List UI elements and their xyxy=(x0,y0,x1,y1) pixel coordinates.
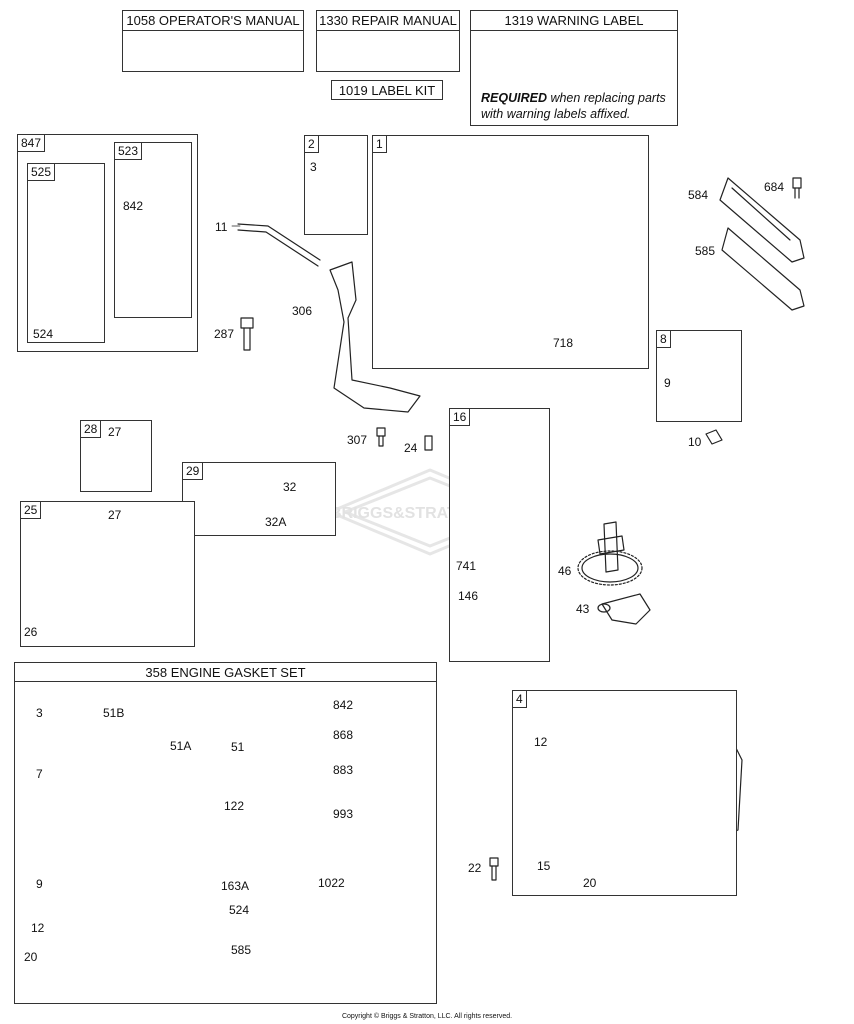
callout-584[interactable]: 584 xyxy=(688,188,709,202)
callout-9[interactable]: 9 xyxy=(664,376,671,390)
callout-306[interactable]: 306 xyxy=(292,304,313,318)
repair-manual-box[interactable] xyxy=(316,10,460,72)
group-25-tag: 25 xyxy=(20,501,42,519)
group-29-tag: 29 xyxy=(182,462,204,480)
callout-26[interactable]: 26 xyxy=(24,625,38,639)
operators-manual-header-rule xyxy=(122,30,304,31)
operators-manual-box[interactable] xyxy=(122,10,304,72)
group-523-tag: 523 xyxy=(114,142,143,160)
group-4-box[interactable] xyxy=(512,690,737,896)
callout-1022[interactable]: 1022 xyxy=(318,876,345,890)
callout-883[interactable]: 883 xyxy=(333,763,354,777)
group-25-box[interactable] xyxy=(20,501,195,647)
group-1-box[interactable] xyxy=(372,135,649,369)
callout-7[interactable]: 7 xyxy=(36,767,43,781)
group-8-tag: 8 xyxy=(656,330,671,348)
repair-manual-header-rule xyxy=(316,30,460,31)
group-847-tag: 847 xyxy=(17,134,46,152)
bolt-drawing xyxy=(240,317,254,351)
callout-524[interactable]: 524 xyxy=(33,327,54,341)
callout-3[interactable]: 3 xyxy=(36,706,43,720)
gasket-drawing xyxy=(719,177,805,311)
camshaft-drawing xyxy=(577,521,651,625)
callout-287[interactable]: 287 xyxy=(214,327,235,341)
callout-868[interactable]: 868 xyxy=(333,728,354,742)
callout-585[interactable]: 585 xyxy=(231,943,252,957)
callout-32[interactable]: 32 xyxy=(283,480,297,494)
callout-993[interactable]: 993 xyxy=(333,807,354,821)
callout-24[interactable]: 24 xyxy=(404,441,418,455)
operators-manual-title: 1058 OPERATOR'S MANUAL xyxy=(126,13,300,28)
small-parts-drawing xyxy=(376,427,433,451)
warning-label-heading: WARNING xyxy=(552,32,586,39)
callout-51a[interactable]: 51A xyxy=(170,739,192,753)
air-guide-drawing xyxy=(329,261,421,413)
group-1-tag: 1 xyxy=(372,135,387,153)
label-kit-box[interactable] xyxy=(331,80,443,100)
callout-32a[interactable]: 32A xyxy=(265,515,287,529)
callout-27[interactable]: 27 xyxy=(108,425,122,439)
callout-12[interactable]: 12 xyxy=(31,921,45,935)
callout-122[interactable]: 122 xyxy=(224,799,245,813)
group-525-box[interactable] xyxy=(27,163,105,343)
group-523-box[interactable] xyxy=(114,142,192,318)
callout-842[interactable]: 842 xyxy=(123,199,144,213)
callout-51b[interactable]: 51B xyxy=(103,706,125,720)
group-2-tag: 2 xyxy=(304,135,319,153)
callout-718[interactable]: 718 xyxy=(553,336,574,350)
callout-11[interactable]: 11 xyxy=(215,220,228,234)
callout-741[interactable]: 741 xyxy=(456,559,477,573)
gasket-set-header xyxy=(14,662,437,682)
breather-tube-drawing xyxy=(237,223,321,267)
callout-27[interactable]: 27 xyxy=(108,508,122,522)
callout-3[interactable]: 3 xyxy=(310,160,317,174)
callout-9[interactable]: 9 xyxy=(36,877,43,891)
callout-146[interactable]: 146 xyxy=(458,589,479,603)
callout-842[interactable]: 842 xyxy=(333,698,354,712)
callout-163a[interactable]: 163A xyxy=(221,879,250,893)
callout-524[interactable]: 524 xyxy=(229,903,250,917)
callout-15[interactable]: 15 xyxy=(537,859,551,873)
required-text: when replacing parts with warning labels… xyxy=(481,91,666,121)
callout-20[interactable]: 20 xyxy=(24,950,38,964)
group-16-box[interactable] xyxy=(449,408,550,662)
warning-label-title: 1319 WARNING LABEL xyxy=(504,13,644,28)
callout-46[interactable]: 46 xyxy=(558,564,572,578)
callout-51[interactable]: 51 xyxy=(231,740,245,754)
callout-10[interactable]: 10 xyxy=(688,435,702,449)
callout-684[interactable]: 684 xyxy=(764,180,785,194)
group-4-tag: 4 xyxy=(512,690,527,708)
warning-label-box[interactable] xyxy=(470,10,678,126)
callout-43[interactable]: 43 xyxy=(576,602,590,616)
group-28-tag: 28 xyxy=(80,420,102,438)
callout-307[interactable]: 307 xyxy=(347,433,368,447)
label-kit-title: 1019 LABEL KIT xyxy=(338,83,436,98)
group-2-box[interactable] xyxy=(304,135,368,235)
callout-12[interactable]: 12 xyxy=(534,735,548,749)
group-29-box[interactable] xyxy=(182,462,336,536)
callout-585[interactable]: 585 xyxy=(695,244,716,258)
repair-manual-title: 1330 REPAIR MANUAL xyxy=(319,13,457,28)
required-word: REQUIRED xyxy=(481,91,547,105)
warning-label-header-rule xyxy=(470,30,678,31)
gasket-set-title: 358 ENGINE GASKET SET xyxy=(145,665,306,680)
group-525-tag: 525 xyxy=(27,163,56,181)
gasket-set-box[interactable] xyxy=(14,662,437,1004)
callout-20[interactable]: 20 xyxy=(583,876,597,890)
warning-required-note: REQUIRED when replacing parts with warni… xyxy=(481,90,673,122)
copyright-notice: Copyright © Briggs & Stratton, LLC. All … xyxy=(341,1013,513,1020)
group-16-tag: 16 xyxy=(449,408,471,426)
callout-22[interactable]: 22 xyxy=(468,861,482,875)
